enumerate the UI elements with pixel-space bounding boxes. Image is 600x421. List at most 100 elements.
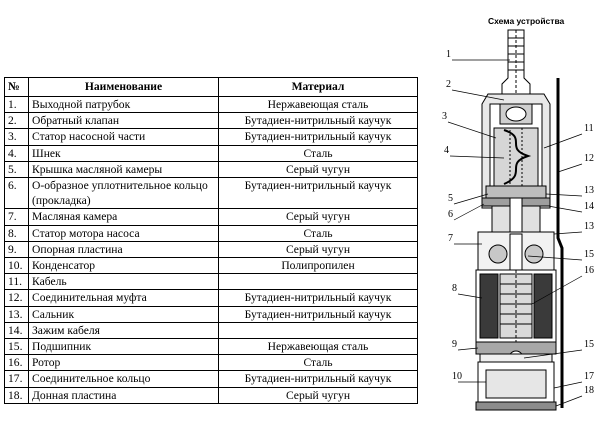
cell-material: Бутадиен-нитрильный каучук bbox=[218, 112, 418, 130]
cell-number: 1. bbox=[4, 95, 29, 114]
outlet-nozzle bbox=[501, 29, 531, 95]
callout-label: 5 bbox=[448, 193, 453, 204]
cell-name: Соединительное кольцо bbox=[28, 370, 219, 388]
cell-material: Сталь bbox=[218, 224, 418, 242]
cell-material bbox=[218, 273, 418, 291]
cell-number: 7. bbox=[4, 208, 29, 226]
callout-label: 3 bbox=[442, 111, 447, 122]
cell-material: Нержавеющая сталь bbox=[218, 95, 418, 114]
cell-name: Сальник bbox=[28, 305, 219, 323]
cell-number: 13. bbox=[4, 305, 29, 323]
cell-material: Сталь bbox=[218, 144, 418, 162]
cell-number: 3. bbox=[4, 128, 29, 146]
callout-label: 13 bbox=[584, 185, 594, 196]
cell-material: Серый чугун bbox=[218, 240, 418, 259]
callout-label: 6 bbox=[448, 209, 453, 220]
callout-label: 12 bbox=[584, 153, 594, 164]
cell-number: 11. bbox=[4, 273, 29, 291]
callout-label: 10 bbox=[452, 371, 462, 382]
callout-label: 16 bbox=[584, 265, 594, 276]
cell-name: Выходной патрубок bbox=[28, 95, 219, 114]
cell-number: 14. bbox=[4, 321, 29, 340]
screw-auger bbox=[493, 127, 539, 187]
parts-table: № Наименование Материал 1.Выходной патру… bbox=[4, 77, 418, 404]
cell-material: Серый чугун bbox=[218, 208, 418, 226]
callout-label: 11 bbox=[584, 123, 594, 134]
header-material: Материал bbox=[218, 77, 418, 97]
oil-chamber bbox=[477, 231, 555, 271]
leader-lines bbox=[447, 59, 583, 407]
cell-material bbox=[218, 321, 418, 340]
cell-number: 6. bbox=[4, 177, 29, 210]
cell-material: Полипропилен bbox=[218, 257, 418, 275]
cable bbox=[556, 78, 564, 408]
callout-label: 2 bbox=[446, 79, 451, 90]
cell-material: Серый чугун bbox=[218, 386, 418, 404]
cell-number: 18. bbox=[4, 386, 29, 404]
motor-stator bbox=[475, 269, 557, 348]
cell-number: 17. bbox=[4, 370, 29, 388]
cell-material: Сталь bbox=[218, 354, 418, 372]
cell-material: Бутадиен-нитрильный каучук bbox=[218, 289, 418, 307]
cell-number: 8. bbox=[4, 224, 29, 242]
table-header-row: № Наименование Материал bbox=[4, 77, 418, 97]
cell-number: 2. bbox=[4, 112, 29, 130]
cell-material: Серый чугун bbox=[218, 160, 418, 179]
callout-label: 18 bbox=[584, 385, 594, 396]
callout-label: 15 bbox=[584, 249, 594, 260]
cell-number: 9. bbox=[4, 240, 29, 259]
callout-label: 17 bbox=[584, 371, 594, 382]
table-row: 11.Кабель bbox=[4, 273, 418, 291]
header-number: № bbox=[4, 77, 29, 97]
cell-material: Бутадиен-нитрильный каучук bbox=[218, 370, 418, 388]
callout-label: 14 bbox=[584, 201, 594, 212]
cell-number: 12. bbox=[4, 289, 29, 307]
callout-label: 1 bbox=[446, 49, 451, 60]
cell-name: Кабель bbox=[28, 273, 219, 291]
cell-material: Бутадиен-нитрильный каучук bbox=[218, 177, 418, 210]
diagram-title: Схема устройства bbox=[488, 16, 565, 26]
cell-name: Донная пластина bbox=[28, 386, 219, 404]
cell-name: О-образное уплотнительное кольцо (прокла… bbox=[28, 177, 219, 210]
cell-name: Крышка масляной камеры bbox=[28, 160, 219, 179]
callout-label: 15 bbox=[584, 339, 594, 350]
capacitor-chamber bbox=[475, 361, 557, 411]
cell-name: Ротор bbox=[28, 354, 219, 372]
cell-name: Масляная камера bbox=[28, 208, 219, 226]
cell-material: Бутадиен-нитрильный каучук bbox=[218, 305, 418, 323]
cell-name: Статор насосной части bbox=[28, 128, 219, 146]
cell-number: 10. bbox=[4, 257, 29, 275]
cell-name: Статор мотора насоса bbox=[28, 224, 219, 242]
callout-label: 8 bbox=[452, 283, 457, 294]
callout-label: 7 bbox=[448, 233, 453, 244]
callout-label: 9 bbox=[452, 339, 457, 350]
cell-number: 4. bbox=[4, 144, 29, 162]
cell-number: 5. bbox=[4, 160, 29, 179]
header-name: Наименование bbox=[28, 77, 219, 97]
cell-name: Конденсатор bbox=[28, 257, 219, 275]
cell-name: Шнек bbox=[28, 144, 219, 162]
table-row: 14.Зажим кабеля bbox=[4, 321, 418, 340]
callout-label: 13 bbox=[584, 221, 594, 232]
cell-material: Бутадиен-нитрильный каучук bbox=[218, 128, 418, 146]
table-row: 6.О-образное уплотнительное кольцо (прок… bbox=[4, 177, 418, 210]
cell-name: Опорная пластина bbox=[28, 240, 219, 259]
cell-name: Обратный клапан bbox=[28, 112, 219, 130]
cell-name: Зажим кабеля bbox=[28, 321, 219, 340]
